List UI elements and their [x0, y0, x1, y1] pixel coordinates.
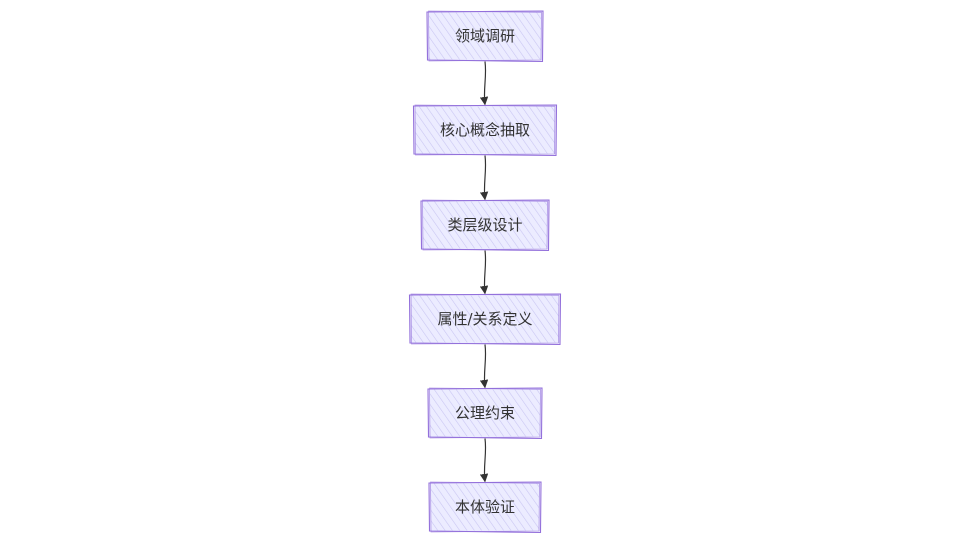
node-hatch: [429, 12, 541, 60]
node-label: 领域调研: [455, 27, 515, 45]
node-border: [427, 387, 543, 440]
node-border-sketch: [410, 293, 560, 345]
node-n2: 核心概念抽取: [412, 104, 558, 157]
node-border-sketch: [422, 199, 548, 251]
node-label: 公理约束: [455, 404, 515, 422]
edge-arrow-1: [479, 61, 489, 106]
node-label: 核心概念抽取: [440, 121, 530, 139]
node-border: [428, 481, 542, 534]
edge-arrow-3: [479, 250, 489, 295]
node-n1: 领域调研: [426, 10, 544, 63]
node-border-sketch: [414, 104, 556, 156]
node-hatch: [415, 106, 555, 154]
node-label: 本体验证: [455, 498, 515, 516]
node-n4: 属性/关系定义: [408, 293, 562, 346]
node-label: 类层级设计: [447, 216, 522, 234]
node-border-sketch: [429, 387, 541, 439]
node-border: [408, 293, 562, 346]
node-border-sketch: [428, 10, 542, 62]
edge-arrow-2: [479, 155, 489, 201]
node-border: [426, 10, 544, 63]
node-border: [412, 104, 558, 157]
node-border-sketch: [430, 481, 540, 533]
node-n3: 类层级设计: [420, 199, 550, 252]
edge-arrow-4: [479, 344, 489, 389]
node-n6: 本体验证: [428, 481, 542, 534]
node-hatch: [430, 389, 540, 437]
node-label: 属性/关系定义: [437, 310, 532, 328]
node-hatch: [411, 295, 559, 343]
node-n5: 公理约束: [427, 387, 543, 440]
node-hatch: [423, 201, 547, 249]
node-border: [420, 199, 550, 252]
edge-arrow-5: [479, 438, 489, 483]
node-hatch: [431, 483, 539, 531]
